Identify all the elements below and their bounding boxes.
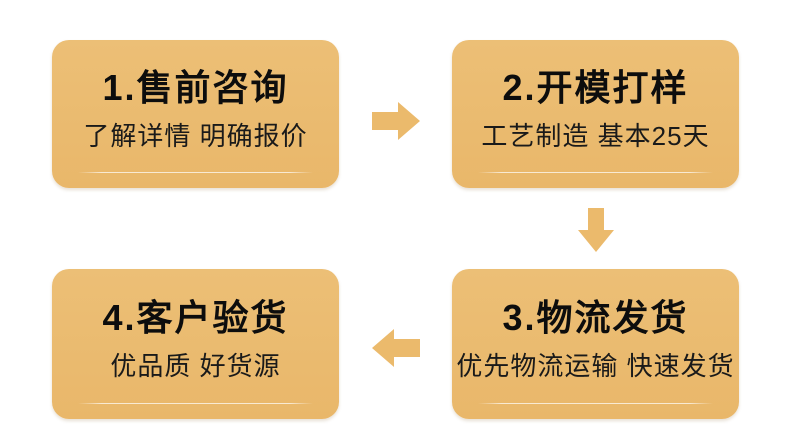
arrow-right-icon bbox=[372, 102, 420, 140]
step-1-title: 1.售前咨询 bbox=[102, 66, 289, 108]
step-2-subtitle: 工艺制造 基本25天 bbox=[481, 120, 710, 151]
step-card-3-logistics-ship: 3.物流发货 优先物流运输 快速发货 bbox=[452, 269, 739, 419]
arrow-down-icon bbox=[578, 208, 614, 252]
step-4-title: 4.客户验货 bbox=[102, 296, 289, 338]
step-4-subtitle: 优品质 好货源 bbox=[110, 350, 281, 381]
step-3-title: 3.物流发货 bbox=[502, 296, 689, 338]
card-divider bbox=[78, 172, 313, 173]
card-divider bbox=[78, 403, 313, 404]
step-2-title: 2.开模打样 bbox=[502, 66, 689, 108]
step-card-2-mold-sample: 2.开模打样 工艺制造 基本25天 bbox=[452, 40, 739, 188]
step-1-subtitle: 了解详情 明确报价 bbox=[83, 120, 308, 151]
step-card-4-customer-inspect: 4.客户验货 优品质 好货源 bbox=[52, 269, 339, 419]
step-card-1-presale-consult: 1.售前咨询 了解详情 明确报价 bbox=[52, 40, 339, 188]
step-3-subtitle: 优先物流运输 快速发货 bbox=[456, 350, 735, 381]
card-divider bbox=[478, 172, 713, 173]
card-divider bbox=[478, 403, 713, 404]
arrow-left-icon bbox=[372, 329, 420, 367]
